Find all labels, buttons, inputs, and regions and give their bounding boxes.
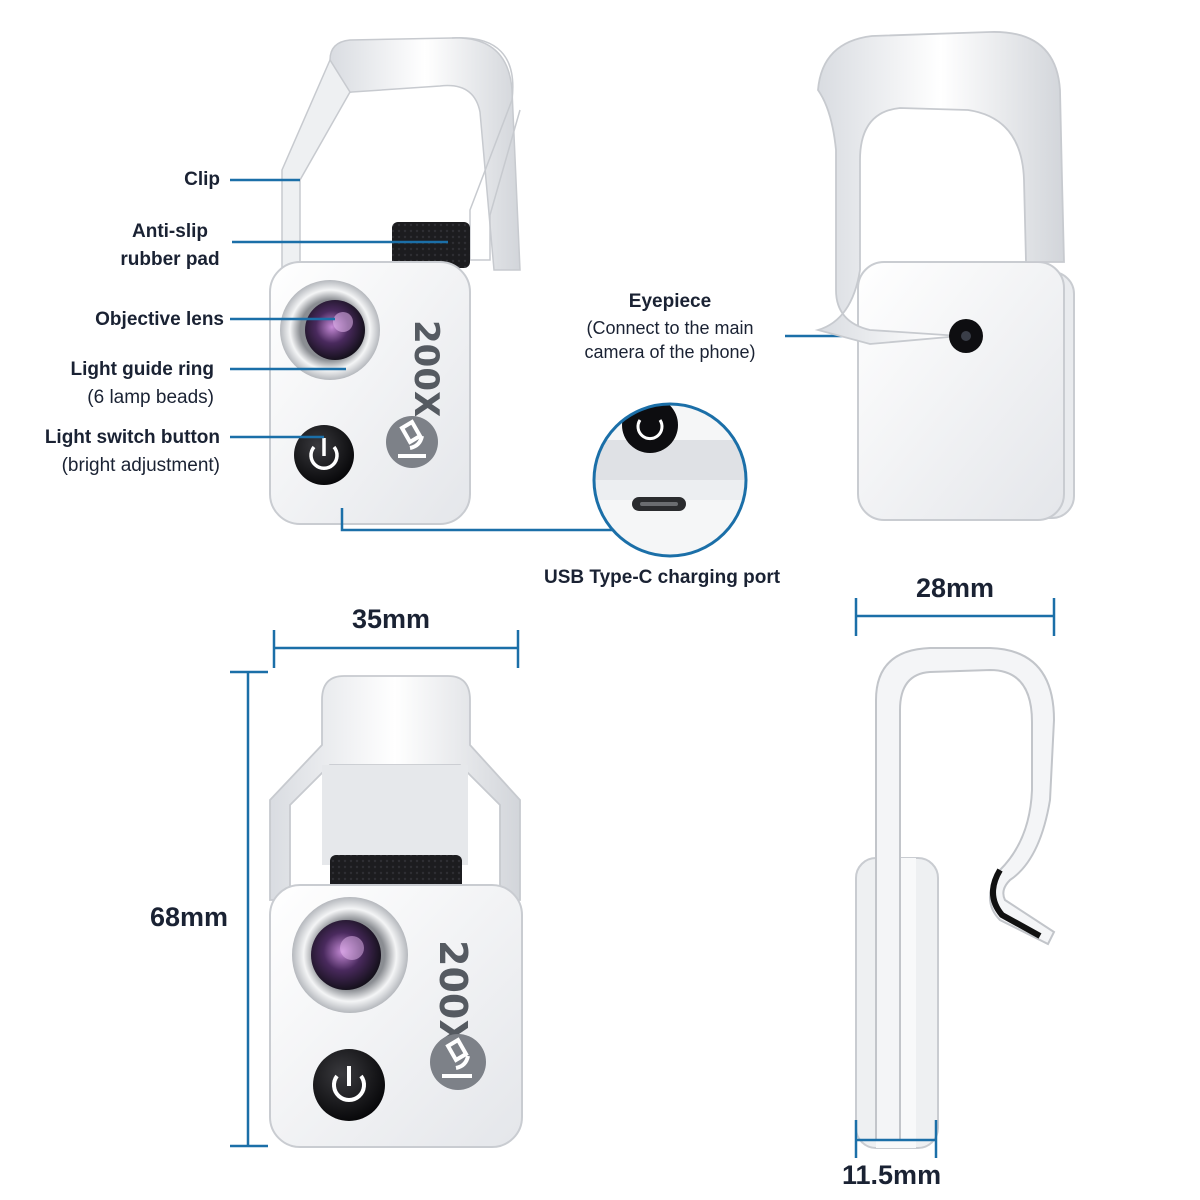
dim-width-back: 28mm [916,573,995,603]
dimension-lines [230,598,1056,1158]
objective-lens [305,300,365,360]
dim-thickness: 11.5mm [842,1160,942,1190]
label-objective-lens: Objective lens [95,309,224,330]
dim-height-front: 68mm [150,902,229,932]
label-anti-slip: Anti-slip rubber pad [100,218,240,274]
side-view [855,647,1056,1149]
magnification-label: 200X [406,320,446,417]
magnification-label-2: 200X [431,940,475,1049]
light-switch-button[interactable] [294,425,354,485]
label-eyepiece-line2: camera of the phone) [584,342,756,362]
light-switch-button-2[interactable] [313,1049,385,1121]
usb-port-inset [592,402,748,558]
label-light-guide-line2: (6 lamp beads) [87,387,214,408]
label-light-switch: Light switch button (bright adjustment) [45,424,220,480]
label-light-guide: Light guide ring (6 lamp beads) [70,356,214,412]
power-icon [309,445,339,471]
front-view-dimensions: 200X [269,675,523,1148]
back-view [814,31,1075,521]
label-anti-slip-line1: Anti-slip [132,221,208,242]
label-eyepiece-line1: (Connect to the main [586,318,754,338]
label-light-switch-line1: Light switch button [44,427,220,448]
back-clip [814,31,1065,345]
front-view-top: 200X [269,37,521,525]
label-light-switch-line2: (bright adjustment) [61,455,220,476]
anti-slip-pad [392,222,470,268]
label-light-guide-line1: Light guide ring [70,359,214,380]
dim-width-front: 35mm [352,604,431,634]
label-eyepiece-title: Eyepiece [628,291,712,312]
label-usb-port: USB Type-C charging port [544,567,781,588]
label-clip: Clip [184,169,220,190]
label-eyepiece: Eyepiece (Connect to the main camera of … [560,288,780,364]
microscope-icon [386,416,438,468]
label-anti-slip-line2: rubber pad [120,249,220,270]
microscope-icon-2 [430,1034,486,1090]
